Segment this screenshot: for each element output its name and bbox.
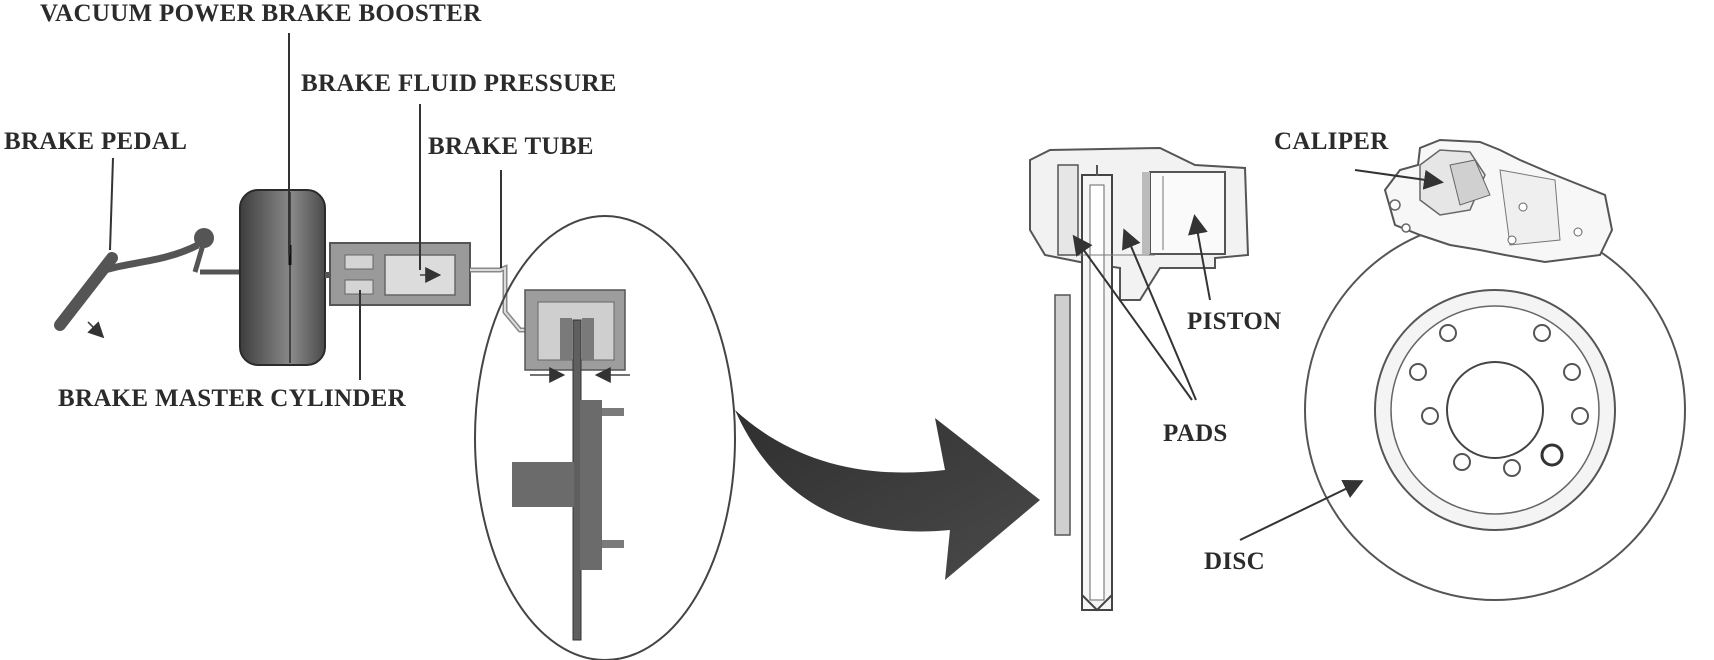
- piston-body: [1149, 171, 1226, 255]
- leader-disc: [1239, 479, 1364, 541]
- brake-pedal-arm: [103, 241, 200, 274]
- label-brake-tube: BRAKE TUBE: [428, 133, 594, 160]
- label-disc: DISC: [1204, 548, 1265, 575]
- disc-face: [1304, 138, 1686, 601]
- label-caliper: CALIPER: [1274, 128, 1389, 155]
- leader-piston: [1188, 214, 1211, 301]
- leader-pads-1: [1072, 234, 1193, 401]
- leader-caliper: [1354, 169, 1444, 190]
- label-vacuum-power-brake-booster: VACUUM POWER BRAKE BOOSTER: [40, 0, 482, 27]
- label-brake-fluid-pressure: BRAKE FLUID PRESSURE: [301, 70, 617, 97]
- label-piston: PISTON: [1187, 308, 1282, 335]
- detail-disc: [572, 319, 582, 641]
- label-brake-master-cylinder: BRAKE MASTER CYLINDER: [58, 385, 407, 412]
- center-bore: [1446, 361, 1544, 459]
- transition-arrow: [735, 410, 1040, 580]
- detail-ellipse: [474, 215, 736, 660]
- leader-brake-pedal: [109, 157, 114, 251]
- caliper-section: [1029, 146, 1250, 612]
- pedal-motion-arrow: [87, 321, 105, 339]
- master-cylinder: [329, 242, 471, 306]
- label-pads: PADS: [1163, 420, 1228, 447]
- brake-pedal-group: [54, 228, 240, 339]
- brake-pedal-pad: [54, 252, 118, 331]
- leader-pads-2: [1122, 228, 1197, 401]
- vacuum-booster: [239, 189, 326, 366]
- detail-hub: [512, 462, 574, 507]
- label-brake-pedal: BRAKE PEDAL: [4, 128, 188, 155]
